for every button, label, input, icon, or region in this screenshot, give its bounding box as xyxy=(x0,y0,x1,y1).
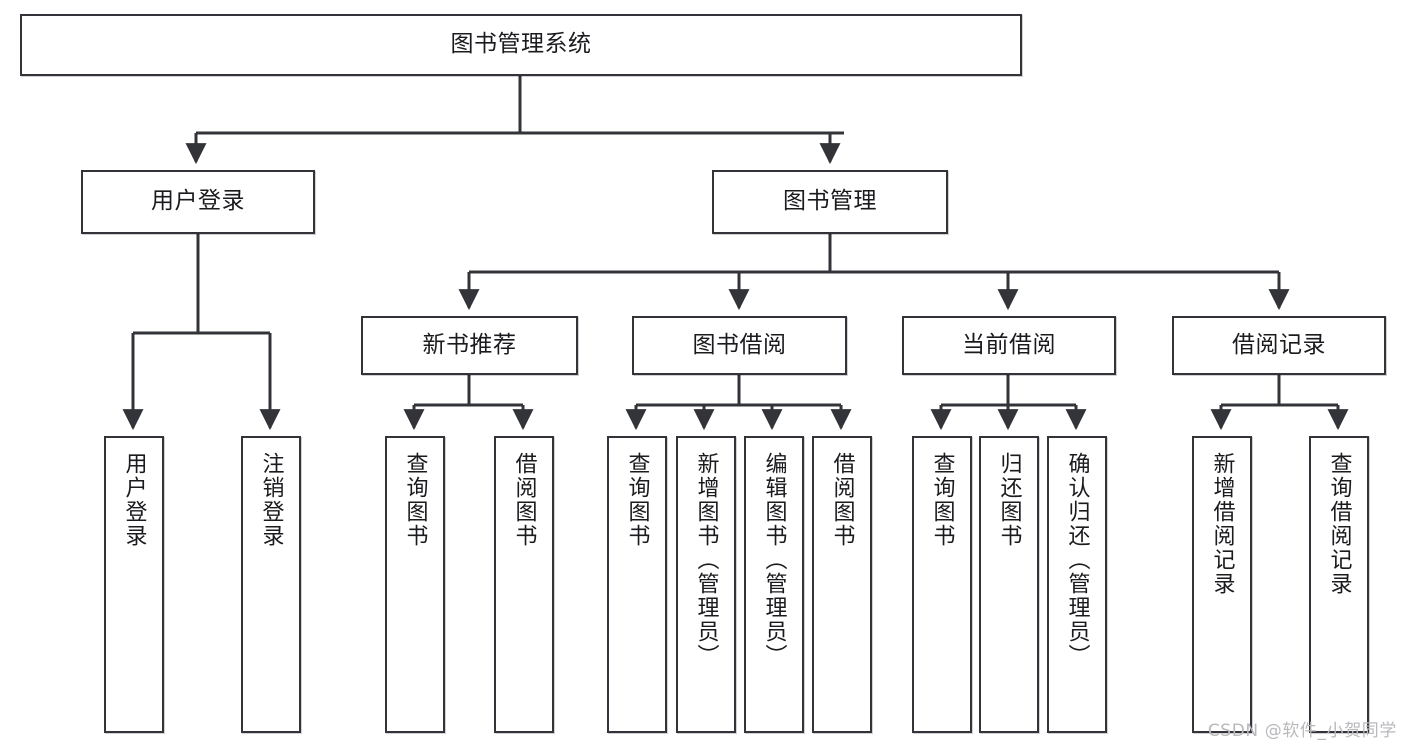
node-label: 查询图书 xyxy=(402,452,428,548)
node-label: 归还图书 xyxy=(996,452,1022,548)
node-label: 图书借阅 xyxy=(692,331,787,358)
node-label: 确认归还（管理员） xyxy=(1064,452,1090,668)
csdn-watermark: CSDN @软件_小贺同学 xyxy=(1207,721,1397,741)
leaf-borrow-record-query-record[interactable]: 查询借阅记录 xyxy=(1309,436,1369,733)
node-label: 借阅图书 xyxy=(829,452,855,548)
leaf-current-borrow-confirm-return-admin[interactable]: 确认归还（管理员） xyxy=(1047,436,1107,733)
node-label: 用户登录 xyxy=(121,452,147,548)
leaf-current-borrow-return-books[interactable]: 归还图书 xyxy=(979,436,1039,733)
node-new-book-recommend[interactable]: 新书推荐 xyxy=(361,316,578,375)
leaf-user-login-login[interactable]: 用户登录 xyxy=(104,436,164,733)
node-book-borrow[interactable]: 图书借阅 xyxy=(632,316,847,375)
leaf-book-borrow-borrow-books[interactable]: 借阅图书 xyxy=(812,436,872,733)
leaf-user-login-logout[interactable]: 注销登录 xyxy=(241,436,301,733)
node-user-login[interactable]: 用户登录 xyxy=(81,170,315,234)
node-label: 新增图书（管理员） xyxy=(693,452,719,668)
node-current-borrow[interactable]: 当前借阅 xyxy=(902,316,1116,375)
node-book-management[interactable]: 图书管理 xyxy=(712,170,948,234)
leaf-borrow-record-add-record[interactable]: 新增借阅记录 xyxy=(1192,436,1252,733)
node-label: 新书推荐 xyxy=(422,331,517,358)
leaf-book-borrow-add-book-admin[interactable]: 新增图书（管理员） xyxy=(676,436,736,733)
node-label: 查询图书 xyxy=(929,452,955,548)
node-label: 借阅记录 xyxy=(1232,331,1326,358)
node-label: 当前借阅 xyxy=(962,331,1056,358)
leaf-book-borrow-edit-book-admin[interactable]: 编辑图书（管理员） xyxy=(744,436,804,733)
node-label: 用户登录 xyxy=(151,188,245,215)
leaf-book-borrow-query-books[interactable]: 查询图书 xyxy=(607,436,667,733)
node-label: 图书管理系统 xyxy=(450,31,592,58)
node-label: 图书管理 xyxy=(783,188,877,215)
leaf-new-book-query-books[interactable]: 查询图书 xyxy=(385,436,445,733)
node-label: 查询借阅记录 xyxy=(1326,452,1352,596)
node-label: 查询图书 xyxy=(624,452,650,548)
node-label: 注销登录 xyxy=(258,452,284,548)
leaf-current-borrow-query-books[interactable]: 查询图书 xyxy=(912,436,972,733)
leaf-new-book-borrow-books[interactable]: 借阅图书 xyxy=(494,436,554,733)
node-label: 借阅图书 xyxy=(511,452,537,548)
node-label: 新增借阅记录 xyxy=(1209,452,1235,596)
node-borrow-record[interactable]: 借阅记录 xyxy=(1172,316,1386,375)
node-label: 编辑图书（管理员） xyxy=(761,452,787,668)
node-root-book-management-system[interactable]: 图书管理系统 xyxy=(20,14,1022,76)
